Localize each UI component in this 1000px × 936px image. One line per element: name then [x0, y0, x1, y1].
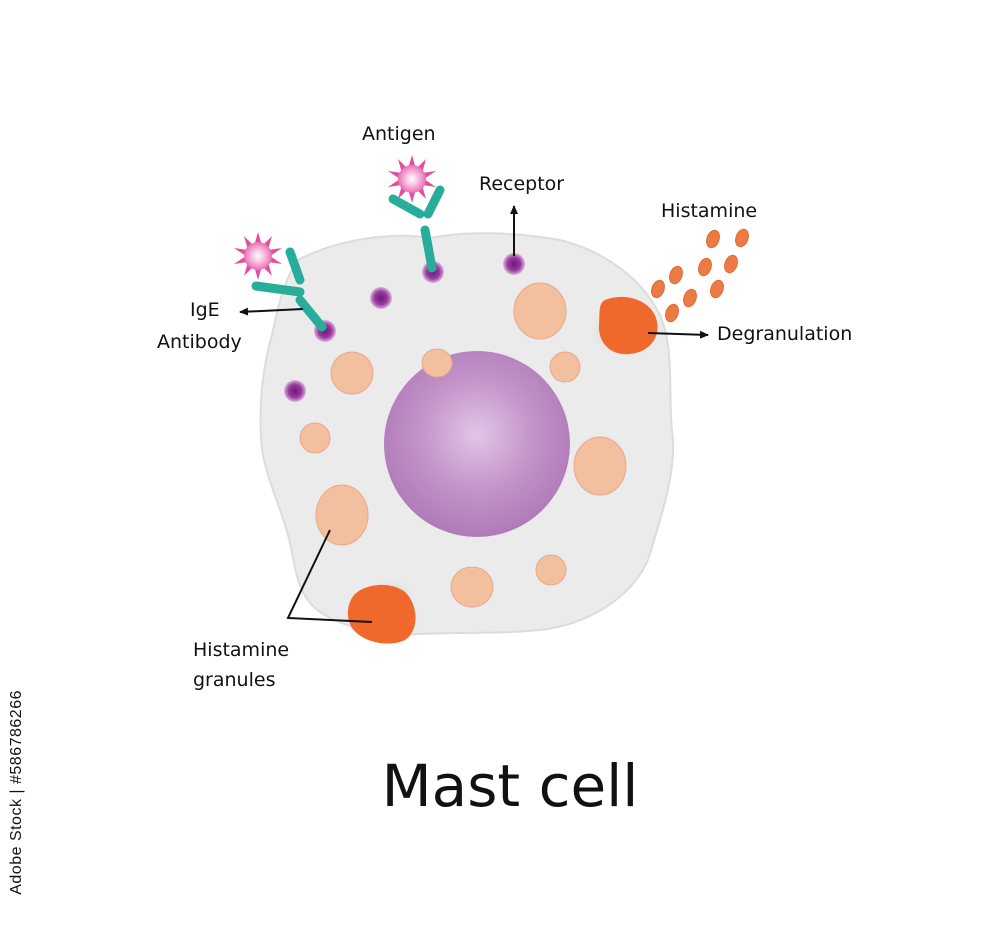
- receptor: [370, 287, 392, 309]
- diagram-title: Mast cell: [381, 752, 639, 820]
- histamine-dot: [665, 303, 679, 323]
- ige-antibody-top: [388, 185, 445, 273]
- ige-antibody-left: [251, 247, 327, 332]
- receptor-label: Receptor: [479, 173, 565, 195]
- granule: [330, 351, 374, 395]
- granule: [549, 351, 581, 383]
- granule: [573, 436, 627, 496]
- histamine-dot: [651, 279, 665, 299]
- granule: [315, 484, 369, 546]
- granule-group: [299, 282, 627, 608]
- granule: [299, 422, 331, 454]
- histamine-label: Histamine: [661, 200, 758, 222]
- degranulating-granule-bottom: [347, 584, 416, 644]
- histamine-dot: [669, 265, 683, 285]
- histamine-dot: [683, 288, 697, 308]
- histamine-dot: [735, 228, 749, 248]
- histamine-dot: [698, 257, 712, 277]
- receptor: [284, 380, 306, 402]
- histamine-cluster: [651, 228, 749, 323]
- histamine-granules-label-line1: Histamine: [193, 639, 290, 661]
- granule: [421, 348, 453, 378]
- antibody-label: Antibody: [157, 331, 242, 353]
- degranulation-arrow: [647, 330, 709, 339]
- granule: [535, 554, 567, 586]
- granule: [450, 566, 494, 608]
- histamine-granules-label-line2: granules: [193, 669, 276, 691]
- ige-label: IgE: [190, 299, 220, 321]
- ige-antibody-arrow: [239, 307, 304, 316]
- antigen-label: Antigen: [362, 123, 436, 145]
- histamine-dot: [706, 229, 720, 249]
- degranulation-label: Degranulation: [717, 323, 853, 345]
- degranulating-granule-right: [598, 296, 658, 355]
- nucleus: [384, 351, 570, 537]
- antigen-left: [234, 232, 282, 280]
- receptor: [503, 253, 525, 275]
- stock-id-watermark: Adobe Stock | #586786266: [8, 690, 25, 895]
- granules-leader: [286, 529, 373, 623]
- granule: [513, 282, 567, 340]
- antigen-top: [388, 155, 436, 203]
- histamine-dot: [710, 279, 724, 299]
- histamine-dot: [724, 254, 738, 274]
